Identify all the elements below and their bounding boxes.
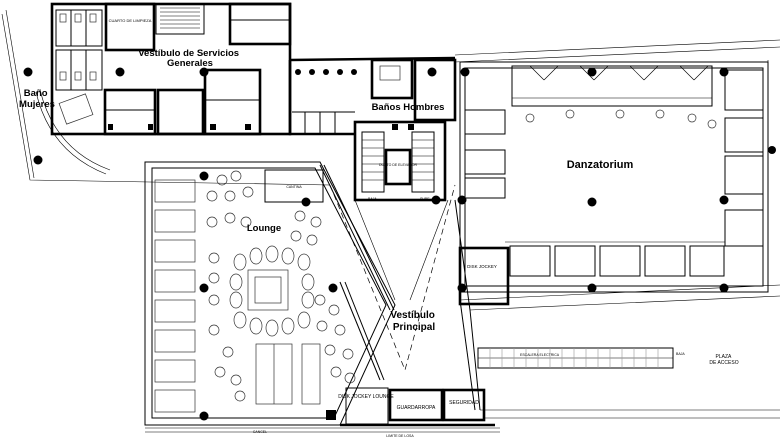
lounge-partitions bbox=[319, 164, 395, 381]
cantina-label: CANTINA bbox=[286, 185, 302, 189]
vestibulo-principal-label: Vestíbulo Principal bbox=[390, 310, 437, 333]
escalator: ESCALERA ELECTRICA BAJA bbox=[477, 347, 685, 369]
escalator-baja-label: BAJA bbox=[676, 352, 685, 356]
escalera-label: ESCALERA ELECTRICA bbox=[520, 353, 560, 357]
seguridad-label: SEGURIDAD bbox=[449, 400, 479, 406]
services-block: CUARTO DE LIMPIEZA bbox=[50, 2, 292, 136]
vestibulo-principal-area bbox=[329, 184, 495, 427]
cancel-label: CANCEL bbox=[253, 430, 267, 434]
bano-hombres-label: Baños Hombres bbox=[372, 102, 445, 113]
danzatorium-area bbox=[457, 61, 776, 306]
guardarropa-label: GUARDARROPA bbox=[397, 405, 436, 411]
toilet-stalls bbox=[55, 9, 103, 91]
baja-label: BAJA bbox=[368, 197, 377, 201]
bano-mujeres-area bbox=[23, 67, 125, 175]
ducto-elevador-label: DUCTO DE ELEVADOR bbox=[379, 163, 417, 167]
disk-jockey-label: DISK JOCKEY bbox=[467, 264, 497, 269]
lounge-label: Lounge bbox=[247, 223, 281, 234]
sube-label: SUBE bbox=[420, 197, 430, 201]
cuarto-limpieza-label: CUARTO DE LIMPIEZA bbox=[109, 18, 152, 23]
lounge-area: CANTINA bbox=[144, 161, 396, 426]
plaza-acceso-label: PLAZA DE ACCESO bbox=[709, 354, 738, 366]
limite-losa-label: LIMITE DE LOSA bbox=[386, 434, 414, 438]
vestibulo-servicios-label: Vestíbulo de Servicios Generales bbox=[138, 48, 242, 69]
bano-mujeres-label: Baño Mujeres bbox=[19, 88, 55, 110]
disk-jockey-lounge-label: DISK JOCKEY LOUNGE bbox=[338, 394, 394, 400]
bano-hombres-area bbox=[288, 56, 457, 136]
stair-core: DUCTO DE ELEVADOR BAJA SUBE bbox=[353, 120, 447, 202]
danzatorium-label: Danzatorium bbox=[567, 159, 634, 171]
